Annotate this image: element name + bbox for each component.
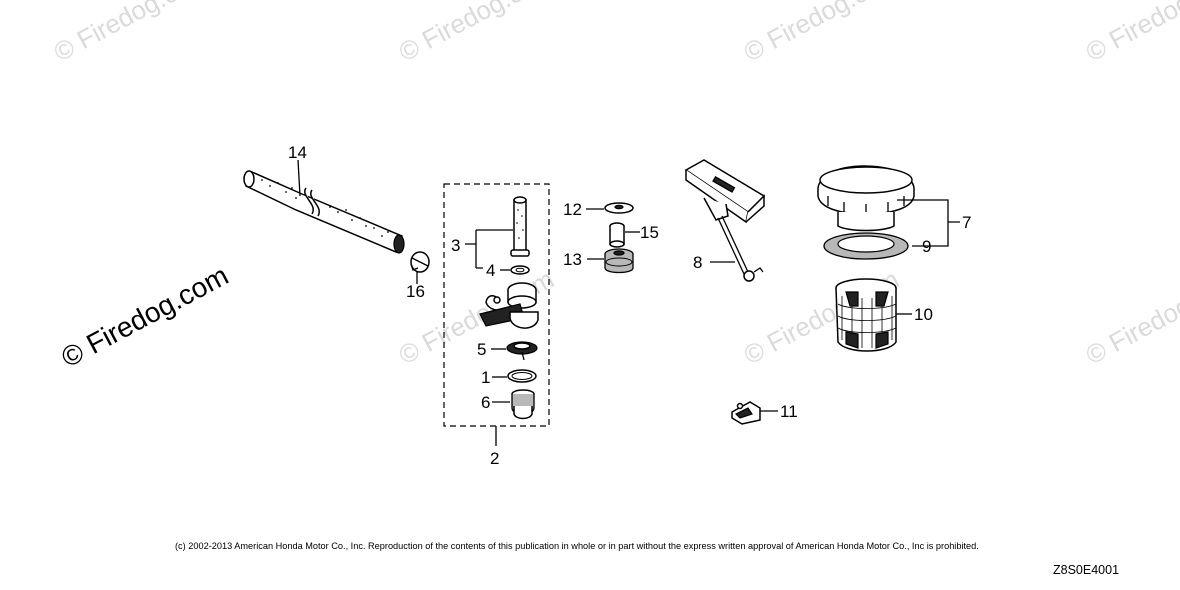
callout-12: 12 [563,200,582,219]
leader-line [297,159,301,197]
callout-15: 15 [640,223,659,242]
callout-4: 4 [486,261,495,280]
callout-6: 6 [481,393,490,412]
watermark-layer: © Firedog.com © Firedog.com © Firedog.co… [49,0,1180,373]
callout-1: 1 [481,368,490,387]
copyright-notice: (c) 2002-2013 American Honda Motor Co., … [175,541,979,551]
watermark-large: © Firedog.com [56,260,233,374]
watermark: © Firedog.com [739,0,904,67]
callout-7: 7 [962,213,971,232]
hose-clip [410,251,430,273]
watermark: © Firedog.com [1081,0,1180,67]
strainer-tube [510,196,530,257]
watermark: © Firedog.com [49,0,214,67]
callout-13: 13 [563,250,582,269]
watermark: © Firedog.com [1081,264,1180,371]
fuel-cock-lever [506,341,538,361]
gauge-clip [731,401,761,425]
cap-seal [823,232,909,260]
collar [609,222,625,248]
fuel-filter [835,278,897,352]
fuel-cock-assembly-box [443,183,550,427]
callout-8: 8 [693,253,702,272]
fuel-filler-cap [817,165,915,232]
fuel-tube [243,170,405,254]
fuel-gauge [684,159,766,282]
leader-line [465,229,513,269]
callout-14: 14 [288,143,307,162]
callout-16: 16 [406,282,425,301]
sediment-cup [511,389,535,420]
callout-11: 11 [780,402,798,421]
fuel-cock-body [479,282,539,329]
callout-2: 2 [490,449,499,468]
diagram-code: Z8S0E4001 [1053,563,1119,577]
callout-10: 10 [914,305,933,324]
leader-line [897,199,960,247]
callout-5: 5 [477,340,486,359]
callout-3: 3 [451,236,460,255]
grommet [604,248,634,274]
watermark: © Firedog.com [394,0,559,67]
callout-9: 9 [922,237,931,256]
